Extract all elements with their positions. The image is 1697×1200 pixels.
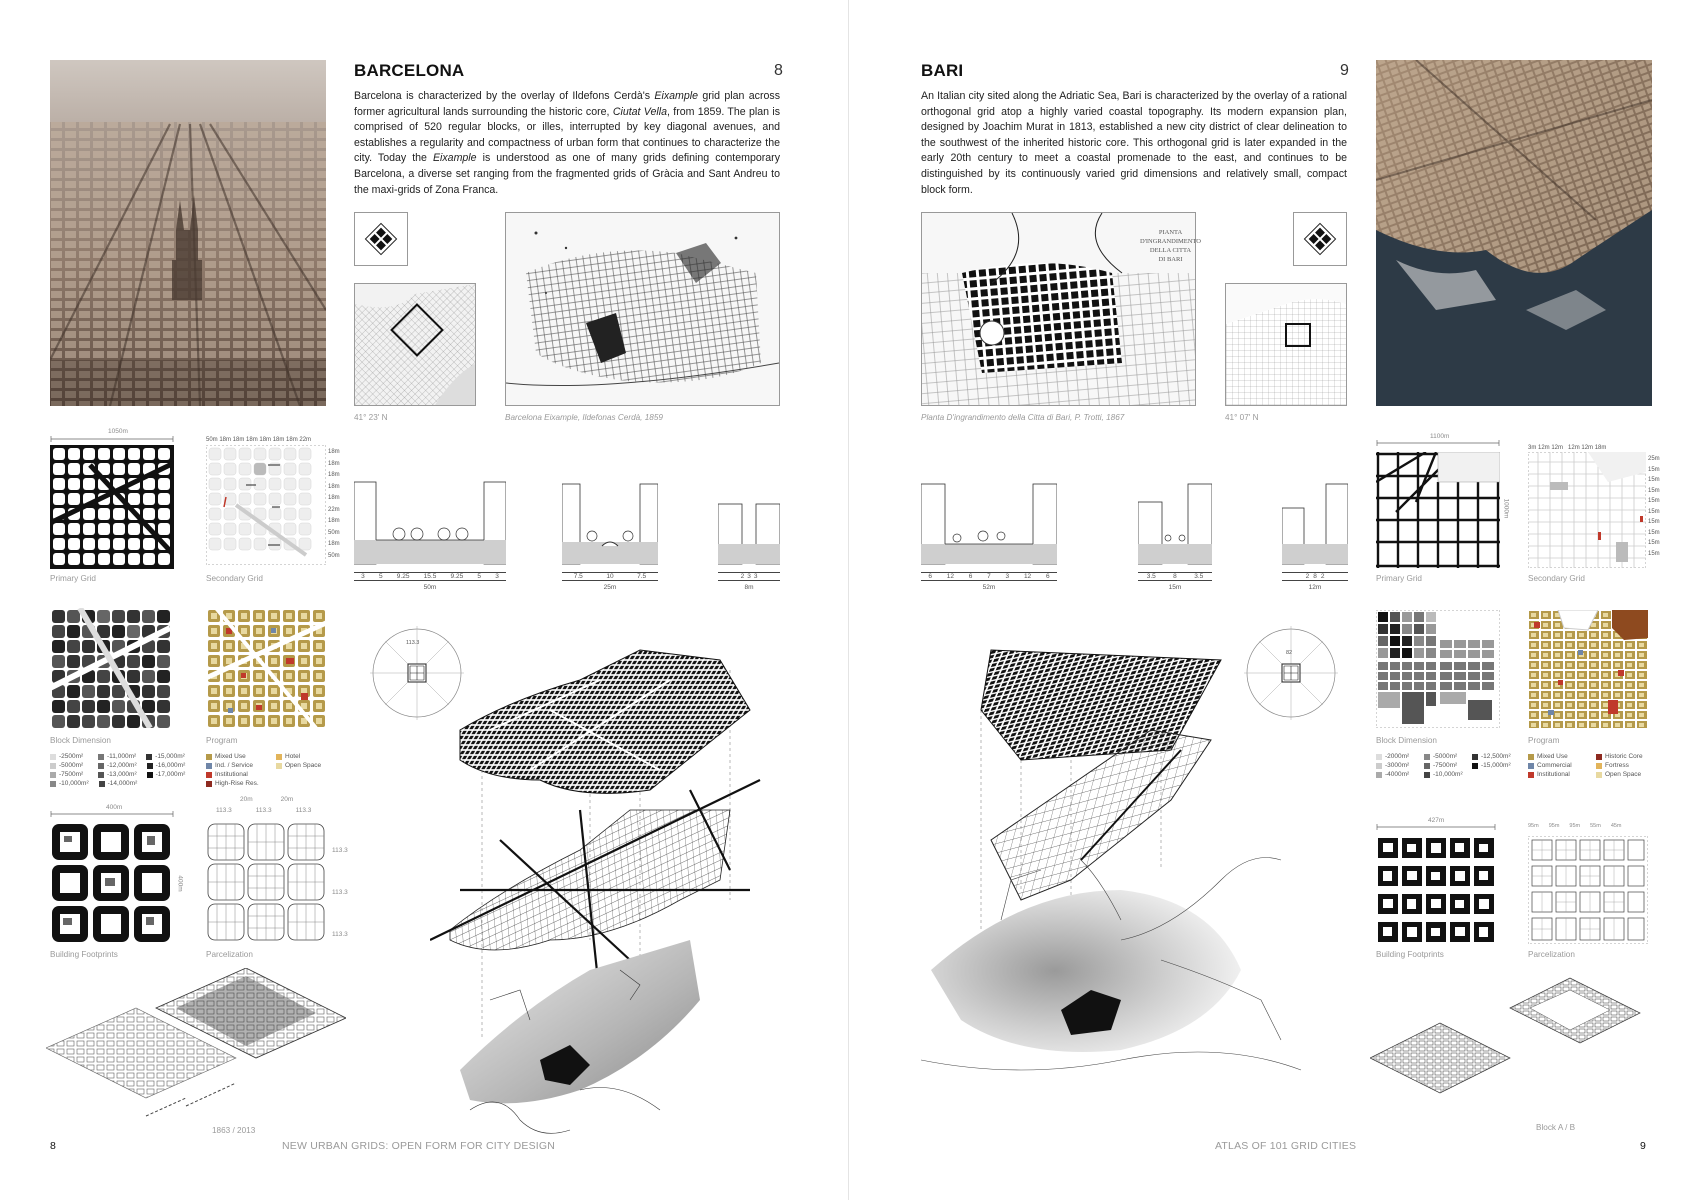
page-title: BARI	[921, 61, 964, 80]
compass-rose-left	[370, 626, 464, 720]
map-caption: Barcelona Eixample, Ildefonas Cerdà, 185…	[505, 413, 663, 422]
primary-grid-diagram	[50, 445, 174, 569]
exploded-axonometric-barcelona	[430, 640, 766, 1140]
barcelona-aerial-photo	[50, 60, 326, 406]
block-dimension-label: Block Dimension	[1376, 736, 1437, 745]
footprints-label: Building Footprints	[50, 950, 118, 959]
block-axonometric-left	[46, 968, 346, 1128]
block-dimension-legend: -2000m²-5000m²-12,500m² -3000m²-7500m²-1…	[1376, 753, 1511, 780]
block-ab-caption: Block A / B	[1536, 1123, 1576, 1132]
primary-grid-label: Primary Grid	[50, 574, 96, 583]
parcelization-label: Parcelization	[206, 950, 253, 959]
block-dimension-diagram	[50, 608, 170, 728]
page-title: BARCELONA	[354, 61, 465, 80]
block-dimension-diagram	[1376, 610, 1500, 728]
program-label: Program	[1528, 736, 1560, 745]
page-gutter	[848, 0, 849, 1200]
footprints-dimension: 427m	[1428, 817, 1445, 824]
latitude-caption: 41° 07' N	[1225, 413, 1259, 422]
parcelization-label: Parcelization	[1528, 950, 1575, 959]
compass-dimension-left: 113.3	[406, 640, 420, 646]
primary-dimension-line	[50, 436, 174, 442]
primary-grid-diagram	[1376, 452, 1500, 568]
intro-paragraph: Barcelona is characterized by the overla…	[354, 90, 780, 196]
location-map	[354, 283, 476, 406]
location-map	[1225, 283, 1347, 406]
compass-rose-right	[1244, 626, 1338, 720]
footprints-label: Building Footprints	[1376, 950, 1444, 959]
latitude-caption: 41° 23' N	[354, 413, 388, 422]
program-diagram	[206, 608, 326, 728]
footer-title: NEW URBAN GRIDS: OPEN FORM FOR CITY DESI…	[282, 1140, 556, 1152]
block-axonometric-right	[1370, 968, 1646, 1118]
years-caption: 1863 / 2013	[212, 1126, 256, 1135]
page-number-top: 9	[1340, 62, 1349, 79]
footer-title: ATLAS OF 101 GRID CITIES	[1215, 1140, 1357, 1152]
footprints-dimension-line	[1376, 824, 1496, 830]
bari-aerial-photo	[1376, 60, 1652, 406]
block-dimension-label: Block Dimension	[50, 736, 111, 745]
locator-icon	[1293, 212, 1347, 266]
footprints-dimension: 400m	[106, 804, 123, 811]
program-label: Program	[206, 736, 238, 745]
footprints-dimension-line	[50, 811, 174, 817]
bari-historic-plan	[921, 212, 1196, 406]
secondary-grid-diagram	[1528, 452, 1646, 568]
page-number-bottom: 8	[50, 1140, 56, 1152]
page-number-bottom: 9	[1640, 1140, 1646, 1152]
parcelization-diagram	[1528, 836, 1648, 944]
exploded-axonometric-bari	[921, 640, 1361, 1140]
page-number-top: 8	[774, 62, 783, 79]
map-caption: Planta D'ingrandimento della Citta di Ba…	[921, 413, 1125, 422]
compass-dimension-right: 82	[1286, 650, 1293, 656]
footprints-side-dimension: 400m	[176, 875, 184, 892]
secondary-grid-label: Secondary Grid	[206, 574, 263, 583]
cerda-historic-plan	[505, 212, 780, 406]
building-footprints-diagram	[1376, 836, 1496, 944]
building-footprints-diagram	[50, 822, 172, 944]
block-dimension-legend: -2500m²-11,000m²-15,000m² -5000m²-12,000…	[50, 753, 185, 789]
intro-paragraph: An Italian city sited along the Adriatic…	[921, 90, 1347, 196]
parcelization-diagram	[206, 822, 326, 942]
primary-grid-dimension: 1050m	[108, 428, 128, 435]
locator-icon	[354, 212, 408, 266]
program-diagram	[1528, 610, 1648, 728]
secondary-grid-dimensions: 50m 18m 18m 18m 18m 18m 18m 22m	[206, 437, 312, 443]
secondary-grid-label: Secondary Grid	[1528, 574, 1585, 583]
primary-dimension-line	[1376, 440, 1500, 446]
secondary-grid-dimensions: 3m 12m 12m 12m 12m 18m	[1528, 445, 1607, 451]
primary-grid-side-dimension: 1000m	[1502, 498, 1510, 519]
primary-grid-dimension: 1100m	[1430, 433, 1450, 440]
secondary-grid-diagram	[206, 445, 326, 565]
primary-grid-label: Primary Grid	[1376, 574, 1422, 583]
